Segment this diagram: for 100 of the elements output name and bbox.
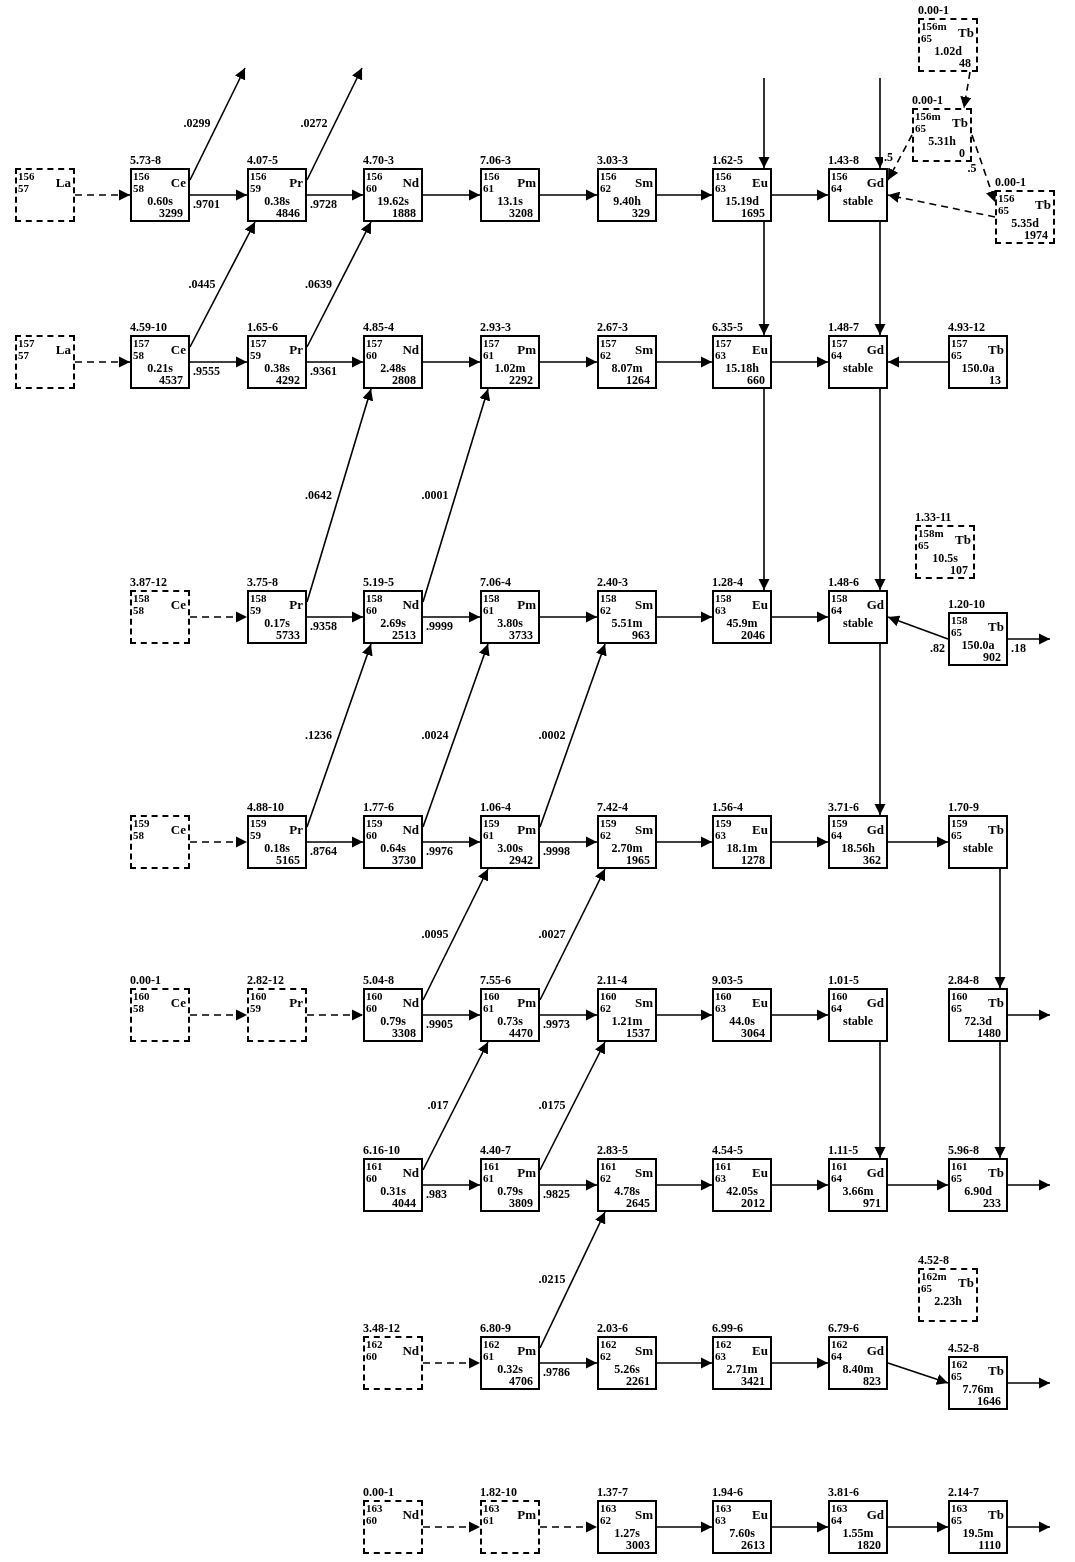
atomic-number: 59 (250, 605, 261, 616)
atomic-number: 64 (831, 1003, 842, 1014)
element-symbol: Eu (752, 996, 768, 1009)
half-life: 0.38s (263, 195, 291, 207)
branching-ratio: .0445 (187, 277, 217, 290)
yield-value: 3.03-3 (597, 154, 628, 166)
decay-arrow (874, 643, 886, 816)
half-life: 0.21s (146, 362, 174, 374)
dashed-arrow (887, 191, 996, 218)
decay-arrow (656, 836, 713, 848)
half-life: 15.18h (724, 362, 760, 374)
mass-number: 156 (600, 171, 617, 182)
yield-value: 1.28-4 (712, 576, 743, 588)
decay-arrow (1007, 1009, 1051, 1021)
mass-number: 163 (600, 1503, 617, 1514)
decay-energy: 3809 (509, 1197, 533, 1209)
decay-energy: 13 (989, 374, 1001, 386)
decay-arrow (771, 1009, 829, 1021)
mass-number: 162 (951, 1359, 968, 1370)
atomic-number: 64 (831, 183, 842, 194)
element-symbol: Pr (289, 823, 303, 836)
yield-value: 1.43-8 (828, 154, 859, 166)
mass-number: 157 (366, 338, 383, 349)
mass-number: 163 (366, 1503, 383, 1514)
atomic-number: 64 (831, 350, 842, 361)
decay-arrow (771, 189, 829, 201)
half-life: 2.71m (725, 1363, 759, 1375)
element-symbol: Gd (866, 996, 884, 1009)
element-symbol: Sm (634, 823, 653, 836)
branching-ratio: .9701 (192, 198, 221, 210)
branching-ratio: .18 (1010, 642, 1027, 654)
branching-ratio: .1236 (304, 728, 333, 741)
element-symbol: Gd (866, 823, 884, 836)
atomic-number: 58 (133, 350, 144, 361)
half-life: 3.66m (841, 1185, 875, 1197)
element-symbol: Nd (402, 1166, 419, 1179)
atomic-number: 60 (366, 1351, 377, 1362)
yield-value: 6.99-6 (712, 1322, 743, 1334)
half-life: 1.21m (610, 1015, 644, 1027)
half-life: 0.38s (263, 362, 291, 374)
decay-energy: 1888 (392, 207, 416, 219)
half-life: 44.0s (728, 1015, 756, 1027)
decay-arrow (887, 356, 949, 368)
half-life: 5.51m (610, 617, 644, 629)
half-life: 1.02m (493, 362, 527, 374)
element-symbol: Tb (1035, 198, 1051, 211)
atomic-number: 64 (831, 830, 842, 841)
element-symbol: Pr (289, 598, 303, 611)
decay-arrow (306, 643, 373, 828)
half-life: 5.31h (927, 135, 957, 147)
atomic-number: 58 (133, 605, 144, 616)
half-life: 0.60s (146, 195, 174, 207)
half-life: 2.69s (379, 617, 407, 629)
yield-value: 5.04-8 (363, 974, 394, 986)
decay-arrow (306, 356, 364, 368)
yield-value: 4.40-7 (480, 1144, 511, 1156)
yield-value: 4.70-3 (363, 154, 394, 166)
half-life: 4.78s (613, 1185, 641, 1197)
decay-arrow (422, 388, 491, 603)
atomic-number: 58 (133, 183, 144, 194)
element-symbol: Gd (866, 598, 884, 611)
mass-number: 156 (133, 171, 150, 182)
dashed-arrow (887, 134, 913, 181)
yield-value: 3.48-12 (363, 1322, 400, 1334)
half-life: 8.07m (610, 362, 644, 374)
decay-arrow (306, 67, 363, 181)
decay-arrow (656, 1357, 713, 1369)
branching-ratio: .9825 (542, 1188, 571, 1200)
dashed-arrow (422, 1521, 481, 1533)
mass-number: 158 (831, 593, 848, 604)
dashed-arrow (74, 356, 131, 368)
half-life: 6.90d (963, 1185, 993, 1197)
atomic-number: 57 (18, 350, 29, 361)
branching-ratio: .9361 (309, 365, 338, 377)
dashed-arrow (189, 836, 248, 848)
element-symbol: Ce (170, 598, 186, 611)
element-symbol: Nd (402, 343, 419, 356)
decay-energy: 233 (983, 1197, 1001, 1209)
decay-arrow (874, 388, 886, 591)
yield-value: 6.80-9 (480, 1322, 511, 1334)
decay-arrow (656, 189, 713, 201)
yield-value: 7.06-3 (480, 154, 511, 166)
element-symbol: Tb (955, 533, 971, 546)
yield-value: 1.62-5 (712, 154, 743, 166)
decay-energy: 3733 (509, 629, 533, 641)
half-life: 9.40h (612, 195, 642, 207)
yield-value: 4.93-12 (948, 321, 985, 333)
atomic-number: 63 (715, 830, 726, 841)
decay-arrow (1007, 1521, 1051, 1533)
decay-energy: 1278 (741, 854, 765, 866)
decay-arrow (539, 1179, 598, 1191)
element-symbol: Pm (517, 176, 536, 189)
yield-value: 2.84-8 (948, 974, 979, 986)
half-life: stable (842, 195, 874, 207)
element-symbol: Ce (170, 823, 186, 836)
element-symbol: Pm (517, 1344, 536, 1357)
half-life: 1.55m (841, 1527, 875, 1539)
decay-arrow (189, 221, 256, 348)
dashed-nuclide-box (130, 815, 190, 869)
decay-arrow (874, 221, 886, 336)
